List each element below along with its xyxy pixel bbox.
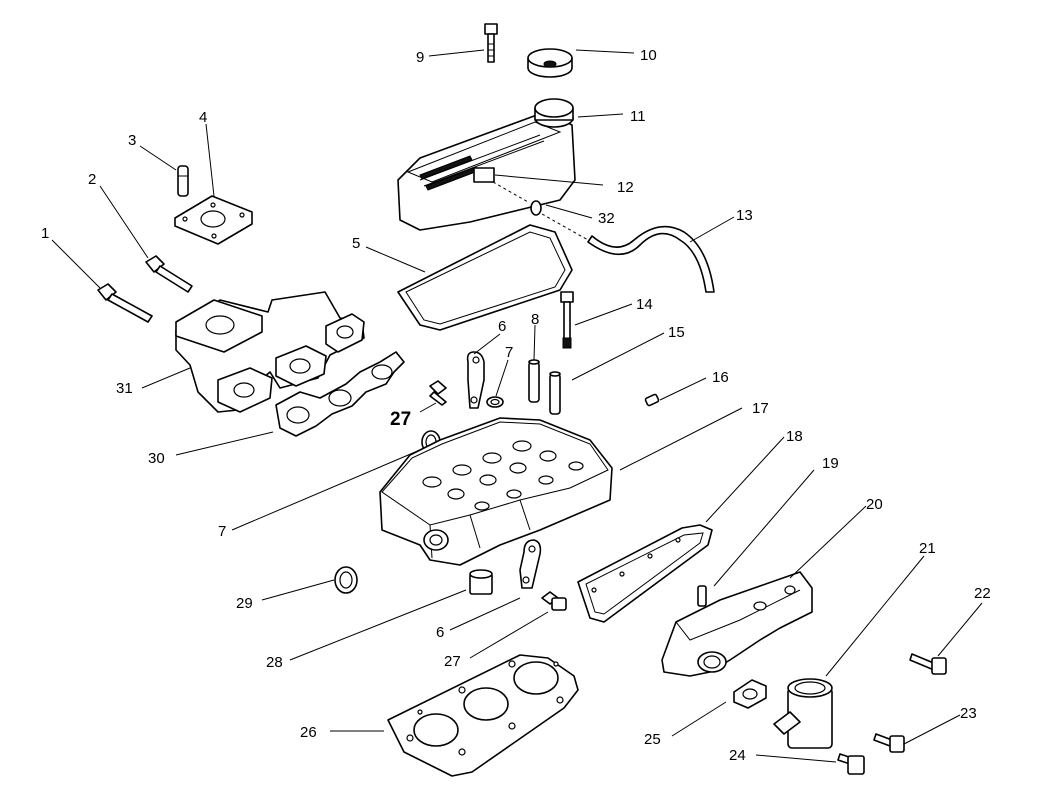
part-28-cup-plug: [469, 569, 493, 595]
part-1-bolt: [97, 283, 153, 323]
callout-9: 9: [416, 49, 424, 66]
callout-15: 15: [668, 324, 685, 341]
part-31-exhaust-manifold: [175, 291, 365, 413]
callout-labels: 1 2 3 4 5 6 6 7 7 8 9 10 11 12 13 14 15 …: [41, 47, 991, 764]
callout-29: 29: [236, 595, 253, 612]
callout-27-upper: 27: [390, 409, 411, 430]
part-11-rocker-cover: [397, 98, 576, 231]
part-4-flange-gasket: [174, 195, 253, 245]
callout-24: 24: [729, 747, 746, 764]
part-15-valve-guide: [549, 371, 561, 415]
part-16-plug: [644, 393, 660, 407]
part-24-bolt: [837, 753, 865, 775]
part-14-head-bolt: [560, 291, 574, 349]
callout-8: 8: [531, 311, 539, 328]
part-7-valve-seal-upper: [486, 396, 504, 408]
callout-12: 12: [617, 179, 634, 196]
part-22-bolt: [909, 653, 947, 675]
part-5-cover-gasket: [397, 224, 573, 331]
callout-6-upper: 6: [498, 318, 506, 335]
callout-31: 31: [116, 380, 133, 397]
callout-7-lower: 7: [218, 523, 226, 540]
part-29-seal: [334, 566, 358, 594]
callout-19: 19: [822, 455, 839, 472]
part-26-head-gasket: [387, 654, 579, 777]
part-9-bolt: [484, 23, 498, 63]
callout-25: 25: [644, 731, 661, 748]
part-20-water-outlet-housing: [661, 571, 813, 677]
part-6-lifting-bracket-lower: [519, 539, 542, 589]
part-19-stud: [697, 585, 707, 607]
part-8-valve-guide: [528, 359, 540, 403]
callout-22: 22: [974, 585, 991, 602]
callout-6-lower: 6: [436, 624, 444, 641]
part-18-gasket: [577, 524, 713, 623]
part-2-bolt: [145, 255, 193, 293]
part-13-breather-hose: [587, 225, 715, 293]
callout-2: 2: [88, 171, 96, 188]
part-17-cylinder-head: [379, 417, 613, 566]
part-10-filler-cap: [527, 48, 573, 78]
callout-13: 13: [736, 207, 753, 224]
part-6-lifting-bracket-upper: [466, 351, 485, 409]
callout-16: 16: [712, 369, 729, 386]
callout-1: 1: [41, 225, 49, 242]
callout-17: 17: [752, 400, 769, 417]
part-32-o-ring: [530, 200, 542, 216]
callout-28: 28: [266, 654, 283, 671]
callout-18: 18: [786, 428, 803, 445]
callout-21: 21: [919, 540, 936, 557]
part-27-stud-upper: [429, 380, 447, 406]
callout-14: 14: [636, 296, 653, 313]
callout-26: 26: [300, 724, 317, 741]
callout-7-upper: 7: [505, 344, 513, 361]
callout-3: 3: [128, 132, 136, 149]
part-21-water-outlet: [773, 678, 833, 749]
leader-lines: [51, 49, 983, 763]
part-27-stud-lower: [541, 591, 567, 611]
part-30-exhaust-gasket: [275, 351, 405, 437]
head-ports: [422, 440, 584, 511]
callout-20: 20: [866, 496, 883, 513]
part-3-dowel: [177, 165, 189, 197]
callout-11: 11: [630, 108, 646, 125]
callout-32: 32: [598, 210, 615, 227]
callout-27-lower: 27: [444, 653, 461, 670]
callout-10: 10: [640, 47, 657, 64]
callout-23: 23: [960, 705, 977, 722]
callout-5: 5: [352, 235, 360, 252]
callout-30: 30: [148, 450, 165, 467]
part-23-bolt: [873, 733, 905, 753]
part-25-gasket: [733, 679, 767, 709]
callout-4: 4: [199, 109, 207, 126]
